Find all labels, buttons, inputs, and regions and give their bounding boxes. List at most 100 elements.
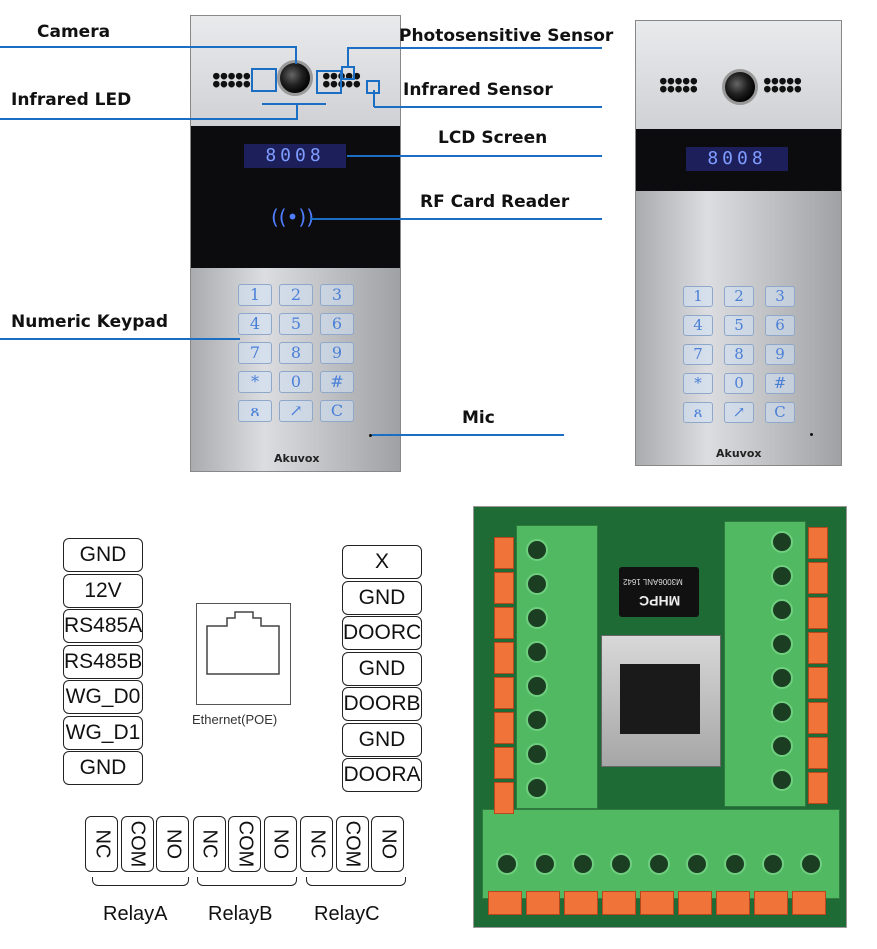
- brand-logo-variant: Akuvox: [716, 447, 762, 460]
- key-13[interactable]: ↗: [724, 402, 754, 423]
- key-12[interactable]: ጸ: [238, 400, 272, 422]
- relay-c-label: RelayC: [314, 903, 380, 925]
- pcb-screw: [800, 853, 822, 875]
- key-9[interactable]: *: [683, 373, 713, 394]
- left-terminal-strip: [516, 525, 598, 809]
- relay-terminal: NO: [156, 816, 189, 872]
- infrared-sensor-line: [374, 106, 602, 108]
- relay-terminal: NO: [371, 816, 404, 872]
- pcb-lever: [808, 702, 828, 734]
- callout-infrared-sensor: Infrared Sensor: [403, 80, 553, 100]
- pcb-lever: [494, 537, 514, 569]
- key-8[interactable]: 9: [765, 344, 795, 365]
- pcb-lever: [808, 772, 828, 804]
- pcb-screw: [526, 539, 548, 561]
- key-12[interactable]: ጸ: [683, 402, 713, 423]
- key-6[interactable]: 7: [238, 342, 272, 364]
- relay-terminal-label: COM: [341, 820, 364, 868]
- pcb-screw: [648, 853, 670, 875]
- pcb-lever: [494, 677, 514, 709]
- pcb-lever: [526, 891, 560, 915]
- relay-terminal-label: NC: [91, 829, 113, 859]
- pcb-lever: [808, 527, 828, 559]
- key-6[interactable]: 7: [683, 344, 713, 365]
- mic-line: [372, 434, 564, 436]
- pcb-screw: [771, 769, 793, 791]
- right-terminal: X: [342, 545, 422, 579]
- left-terminal: GND: [63, 751, 143, 785]
- key-1[interactable]: 2: [279, 284, 313, 306]
- camera-line-v: [295, 46, 297, 64]
- pcb-lever: [808, 562, 828, 594]
- key-2[interactable]: 3: [320, 284, 354, 306]
- pcb-lever: [808, 667, 828, 699]
- photosensitive-sensor-highlight: [341, 66, 355, 80]
- camera-line: [0, 46, 296, 48]
- pcb-screw: [526, 709, 548, 731]
- rf-card-reader-icon: ((•)): [271, 205, 315, 229]
- callout-photosensitive-sensor: Photosensitive Sensor: [399, 26, 614, 46]
- relay-terminal-label: NO: [377, 829, 399, 859]
- key-8[interactable]: 9: [320, 342, 354, 364]
- key-10[interactable]: 0: [724, 373, 754, 394]
- lcd-line: [347, 155, 602, 157]
- key-5[interactable]: 6: [765, 315, 795, 336]
- key-13[interactable]: ↗: [279, 400, 313, 422]
- pcb-screw: [771, 735, 793, 757]
- pcb-screw: [526, 641, 548, 663]
- pcb-lever: [494, 712, 514, 744]
- key-7[interactable]: 8: [724, 344, 754, 365]
- key-7[interactable]: 8: [279, 342, 313, 364]
- key-5[interactable]: 6: [320, 313, 354, 335]
- pcb-screw: [771, 531, 793, 553]
- relay-a-brace: [92, 877, 189, 886]
- relay-b-label: RelayB: [208, 903, 273, 925]
- infrared-led-line-v: [296, 103, 298, 119]
- rf-line: [310, 218, 602, 220]
- left-terminal: RS485A: [63, 609, 143, 643]
- pcb-lever: [602, 891, 636, 915]
- chip-brand: MHPC: [639, 593, 681, 609]
- key-0[interactable]: 1: [238, 284, 272, 306]
- callout-numeric-keypad: Numeric Keypad: [11, 312, 169, 332]
- relay-terminal-label: NC: [306, 829, 328, 859]
- callout-rf-card-reader: RF Card Reader: [420, 192, 570, 212]
- key-3[interactable]: 4: [683, 315, 713, 336]
- pcb-screw: [771, 667, 793, 689]
- relay-terminal: COM: [228, 816, 261, 872]
- pcb-photo: M3006ANL 1642 MHPC: [473, 506, 847, 928]
- lcd-screen-variant: 8008: [686, 147, 788, 171]
- infrared-led-line: [0, 118, 298, 120]
- keypad-line: [0, 338, 240, 340]
- relay-terminal: NC: [192, 816, 226, 872]
- key-4[interactable]: 5: [279, 313, 313, 335]
- key-1[interactable]: 2: [724, 286, 754, 307]
- pcb-screw: [771, 565, 793, 587]
- key-4[interactable]: 5: [724, 315, 754, 336]
- key-11[interactable]: #: [320, 371, 354, 393]
- key-9[interactable]: *: [238, 371, 272, 393]
- pcb-lever: [494, 607, 514, 639]
- pcb-lever: [792, 891, 826, 915]
- key-11[interactable]: #: [765, 373, 795, 394]
- key-10[interactable]: 0: [279, 371, 313, 393]
- left-terminal: WG_D0: [63, 680, 143, 714]
- pcb-lever: [716, 891, 750, 915]
- pcb-lever: [754, 891, 788, 915]
- right-terminal: DOORC: [342, 616, 422, 650]
- key-14[interactable]: C: [765, 402, 795, 423]
- pcb-screw: [686, 853, 708, 875]
- key-14[interactable]: C: [320, 400, 354, 422]
- photosensitive-line-v: [347, 47, 349, 67]
- right-terminal-strip: [724, 521, 806, 807]
- infrared-led-highlight-left: [251, 68, 277, 92]
- transformer-chip: M3006ANL 1642 MHPC: [619, 567, 699, 617]
- pcb-lever: [494, 782, 514, 814]
- pcb-lever: [808, 597, 828, 629]
- pcb-lever: [494, 642, 514, 674]
- rj45-jack: [601, 635, 721, 767]
- key-3[interactable]: 4: [238, 313, 272, 335]
- key-0[interactable]: 1: [683, 286, 713, 307]
- key-2[interactable]: 3: [765, 286, 795, 307]
